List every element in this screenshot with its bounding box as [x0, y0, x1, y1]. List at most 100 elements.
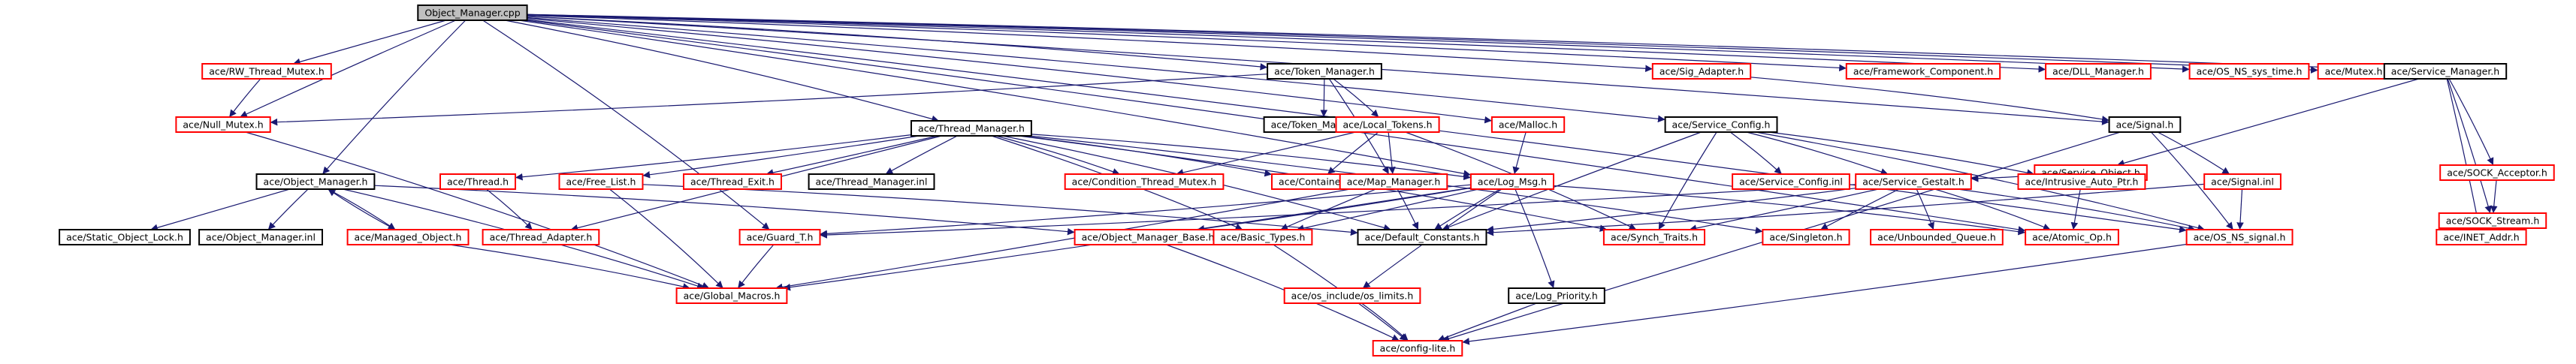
node-ace-condition-thread-mutex-h[interactable]: ace/Condition_Thread_Mutex.h: [1064, 173, 1225, 190]
node-ace-thread-manager-inl[interactable]: ace/Thread_Manager.inl: [808, 173, 935, 190]
node-ace-thread-adapter-h[interactable]: ace/Thread_Adapter.h: [482, 229, 600, 245]
edge-token-mgr-to-local-tokens: [1333, 78, 1379, 118]
edge-intrusive-ptr-to-atomic-op: [2070, 188, 2081, 230]
node-ace-managed-object-h[interactable]: ace/Managed_Object.h: [346, 229, 470, 245]
node-ace-intrusive-auto-ptr-h[interactable]: ace/Intrusive_Auto_Ptr.h: [2017, 173, 2146, 190]
node-label: ace/Basic_Types.h: [1221, 232, 1306, 243]
node-ace-free-list-h[interactable]: ace/Free_List.h: [558, 173, 644, 190]
node-ace-object-manager-base-h[interactable]: ace/Object_Manager_Base.h: [1074, 229, 1222, 245]
edge-free-list-to-global-macros: [609, 188, 724, 289]
edge-thread-mgr-to-containers: [1020, 135, 1273, 177]
node-ace-local-tokens-h[interactable]: ace/Local_Tokens.h: [1335, 116, 1440, 133]
edge-guard-t-to-global-macros: [737, 244, 775, 289]
node-ace-unbounded-queue-h[interactable]: ace/Unbounded_Queue.h: [1870, 229, 2004, 245]
node-ace-guard-t-h[interactable]: ace/Guard_T.h: [738, 229, 821, 245]
node-box: [738, 229, 821, 245]
edge-om-cpp-to-guard-t: [482, 20, 770, 230]
node-ace-signal-inl[interactable]: ace/Signal.inl: [2203, 173, 2282, 190]
edge-obj-mgr-h-to-obj-mgr-inl: [267, 188, 309, 230]
node-ace-framework-component-h[interactable]: ace/Framework_Component.h: [1845, 63, 2001, 80]
node-label: ace/Thread_Manager.inl: [816, 176, 928, 188]
edge-svc-mgr-to-sock-stream: [2447, 78, 2492, 214]
node-ace-global-macros-h[interactable]: ace/Global_Macros.h: [675, 287, 788, 304]
edge-log-priority-to-config-lite: [1437, 302, 1537, 342]
node-ace-log-msg-h[interactable]: ace/Log_Msg.h: [1469, 173, 1555, 190]
node-ace-thread-exit-h[interactable]: ace/Thread_Exit.h: [683, 173, 782, 190]
node-label: ace/Service_Gestalt.h: [1862, 176, 1964, 188]
edge-svc-config-to-svc-gestalt: [1746, 131, 1889, 176]
node-ace-basic-types-h[interactable]: ace/Basic_Types.h: [1213, 229, 1313, 245]
node-ace-sock-stream-h[interactable]: ace/SOCK_Stream.h: [2438, 212, 2547, 229]
node-ace-inet-addr-h[interactable]: ace/INET_Addr.h: [2436, 229, 2527, 245]
node-label: ace/Framework_Component.h: [1853, 66, 1993, 77]
edge-log-msg-to-log-priority: [1514, 188, 1555, 289]
node-label: ace/Thread_Manager.h: [918, 123, 1025, 134]
node-box: [1762, 229, 1850, 245]
node-ace-os-ns-sys-time-h[interactable]: ace/OS_NS_sys_time.h: [2188, 63, 2310, 80]
node-ace-service-config-h[interactable]: ace/Service_Config.h: [1664, 116, 1778, 133]
node-box: [675, 287, 788, 304]
edge-thread-mgr-to-thread-exit: [766, 135, 938, 176]
edge-svc-mgr-to-inet-addr: [2446, 78, 2482, 230]
node-ace-static-object-lock-h[interactable]: ace/Static_Object_Lock.h: [59, 229, 191, 245]
edge-thread-mgr-to-free-list: [642, 135, 920, 179]
node-ace-synch-traits-h[interactable]: ace/Synch_Traits.h: [1602, 229, 1705, 245]
edge-os-limits-to-config-lite: [1361, 302, 1409, 341]
node-label: ace/Thread.h: [447, 176, 509, 188]
node-ace-mutex-h[interactable]: ace/Mutex.h: [2317, 63, 2390, 80]
edge-om-cpp-to-malloc: [527, 18, 1492, 124]
edge-svc-gestalt-to-default-consts: [1486, 188, 1856, 233]
edge-log-msg-to-obj-mgr-base: [1197, 187, 1471, 233]
node-box: [1651, 63, 1752, 80]
node-label: ace/config-lite.h: [1380, 343, 1456, 354]
node-box: [346, 229, 470, 245]
node-ace-sig-adapter-h[interactable]: ace/Sig_Adapter.h: [1651, 63, 1752, 80]
node-ace-log-priority-h[interactable]: ace/Log_Priority.h: [1508, 287, 1605, 304]
node-box: [198, 229, 323, 245]
node-ace-default-constants-h[interactable]: ace/Default_Constants.h: [1357, 229, 1487, 245]
node-ace-os-include-os-limits-h[interactable]: ace/os_include/os_limits.h: [1283, 287, 1421, 304]
node-box: [417, 5, 528, 21]
node-ace-map-manager-h[interactable]: ace/Map_Manager.h: [1339, 173, 1448, 190]
node-ace-os-ns-signal-h[interactable]: ace/OS_NS_signal.h: [2185, 229, 2294, 245]
node-ace-thread-manager-h[interactable]: ace/Thread_Manager.h: [911, 120, 1032, 137]
node-ace-dll-manager-h[interactable]: ace/DLL_Manager.h: [2045, 63, 2152, 80]
node-ace-thread-h[interactable]: ace/Thread.h: [439, 173, 516, 190]
edge-thread-h-to-thread-adapter: [486, 188, 533, 230]
node-label: Object_Manager.cpp: [424, 8, 520, 19]
node-ace-singleton-h[interactable]: ace/Singleton.h: [1762, 229, 1850, 245]
node-box: [1213, 229, 1313, 245]
edge-thread-mgr-to-log-msg: [1031, 134, 1471, 181]
edge-svc-config-to-default-consts: [1442, 131, 1702, 231]
edge-om-cpp-to-log-msg: [518, 20, 1472, 177]
node-label: ace/Managed_Object.h: [355, 232, 462, 243]
node-ace-token-manager-h[interactable]: ace/Token_Manager.h: [1267, 63, 1382, 80]
node-label: ace/Object_Manager.h: [264, 176, 368, 188]
node-box: [2185, 229, 2294, 245]
node-box: [2438, 212, 2547, 229]
node-ace-null-mutex-h[interactable]: ace/Null_Mutex.h: [175, 116, 271, 133]
node-ace-service-gestalt-h[interactable]: ace/Service_Gestalt.h: [1855, 173, 1972, 190]
node-box: [1732, 173, 1850, 190]
edge-local-tokens-to-map-mgr: [1388, 131, 1396, 175]
node-box: [1283, 287, 1421, 304]
node-box: [2383, 63, 2508, 80]
node-ace-rw-thread-mutex-h[interactable]: ace/RW_Thread_Mutex.h: [201, 63, 332, 80]
node-label: ace/Static_Object_Lock.h: [66, 232, 183, 243]
node-ace-object-manager-inl[interactable]: ace/Object_Manager.inl: [198, 229, 323, 245]
node-ace-sock-acceptor-h[interactable]: ace/SOCK_Acceptor.h: [2439, 164, 2555, 181]
node-ace-signal-h[interactable]: ace/Signal.h: [2108, 116, 2182, 133]
node-ace-service-config-inl[interactable]: ace/Service_Config.inl: [1732, 173, 1850, 190]
node-box: [1335, 116, 1440, 133]
node-ace-config-lite-h[interactable]: ace/config-lite.h: [1372, 340, 1463, 356]
node-ace-atomic-op-h[interactable]: ace/Atomic_Op.h: [2025, 229, 2119, 245]
node-box: [1372, 340, 1463, 356]
node-box: [1508, 287, 1605, 304]
node-label: ace/Thread_Adapter.h: [490, 232, 593, 243]
node-label: ace/OS_NS_signal.h: [2194, 232, 2286, 243]
node-ace-service-manager-h[interactable]: ace/Service_Manager.h: [2383, 63, 2508, 80]
edge-svc-config-to-svc-config-inl: [1729, 131, 1783, 175]
node-ace-malloc-h[interactable]: ace/Malloc.h: [1490, 116, 1566, 133]
node-ace-object-manager-h[interactable]: ace/Object_Manager.h: [255, 173, 376, 190]
edge-thread-mgr-to-cond-mutex: [995, 135, 1120, 176]
